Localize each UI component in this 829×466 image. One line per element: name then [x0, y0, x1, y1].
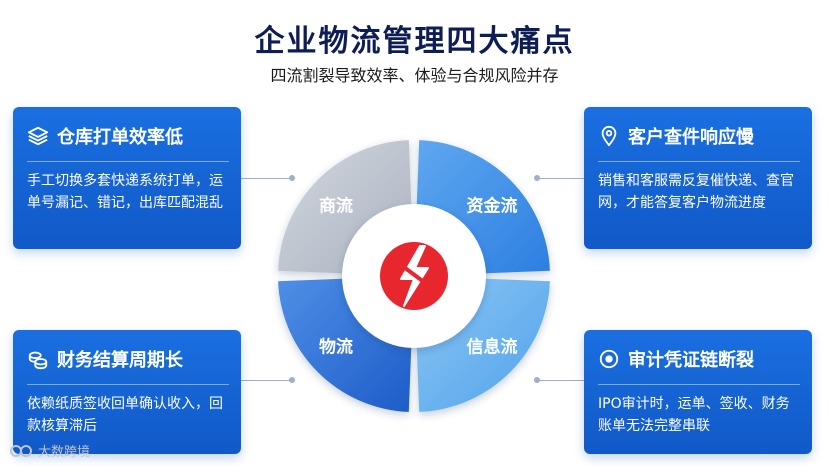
pain-point-card-tracking: 客户查件响应慢 销售和客服需反复催快递、查官网，才能答复客户物流进度	[584, 107, 812, 249]
segment-label: 信息流	[467, 336, 518, 357]
card-divider	[27, 161, 229, 162]
card-divider	[27, 384, 229, 385]
card-description: 手工切换多套快递系统打单，运单号漏记、错记，出库匹配混乱	[27, 173, 223, 211]
layers-icon	[27, 126, 49, 146]
segment-label: 资金流	[467, 196, 518, 217]
card-description: IPO审计时，运单、签收、财务账单无法完整串联	[598, 396, 790, 434]
card-description: 销售和客服需反复催快递、查官网，才能答复客户物流进度	[598, 173, 794, 211]
target-icon	[599, 349, 619, 369]
card-divider	[598, 384, 800, 385]
coins-icon	[28, 351, 48, 370]
page-subtitle: 四流割裂导致效率、体验与合规风险并存	[270, 66, 559, 85]
connector-line	[538, 178, 584, 179]
lightning-crack	[395, 260, 434, 290]
connector-line	[538, 380, 584, 381]
segment-information-flow	[416, 278, 550, 412]
card-divider	[598, 161, 800, 162]
watermark-text: 大数跨境	[38, 445, 91, 460]
segment-commerce-flow	[278, 140, 412, 274]
connector-dot	[534, 377, 540, 383]
pain-point-card-audit: 审计凭证链断裂 IPO审计时，运单、签收、财务账单无法完整串联	[584, 330, 812, 454]
segment-label: 物流	[319, 336, 353, 357]
watermark: 大数跨境	[10, 441, 90, 460]
connector-dot	[534, 175, 540, 181]
card-title: 客户查件响应慢	[628, 127, 754, 148]
watermark-logo-icon	[10, 444, 32, 457]
card-description: 依赖纸质签收回单确认收入，回款核算滞后	[27, 396, 223, 434]
connector-line	[241, 380, 293, 381]
location-pin-icon	[601, 125, 617, 147]
segment-capital-flow	[416, 140, 550, 274]
card-title: 仓库打单效率低	[57, 127, 183, 148]
card-title: 财务结算周期长	[57, 350, 183, 371]
segment-logistics-flow	[278, 278, 412, 412]
page-title: 企业物流管理四大痛点	[254, 24, 575, 59]
card-title: 审计凭证链断裂	[628, 350, 754, 371]
pain-point-card-warehouse: 仓库打单效率低 手工切换多套快递系统打单，运单号漏记、错记，出库匹配混乱	[13, 107, 241, 249]
segment-label: 商流	[319, 196, 353, 217]
connector-dot	[289, 377, 295, 383]
connector-dot	[289, 175, 295, 181]
pain-point-card-finance: 财务结算周期长 依赖纸质签收回单确认收入，回款核算滞后	[13, 330, 241, 454]
connector-line	[241, 178, 293, 179]
